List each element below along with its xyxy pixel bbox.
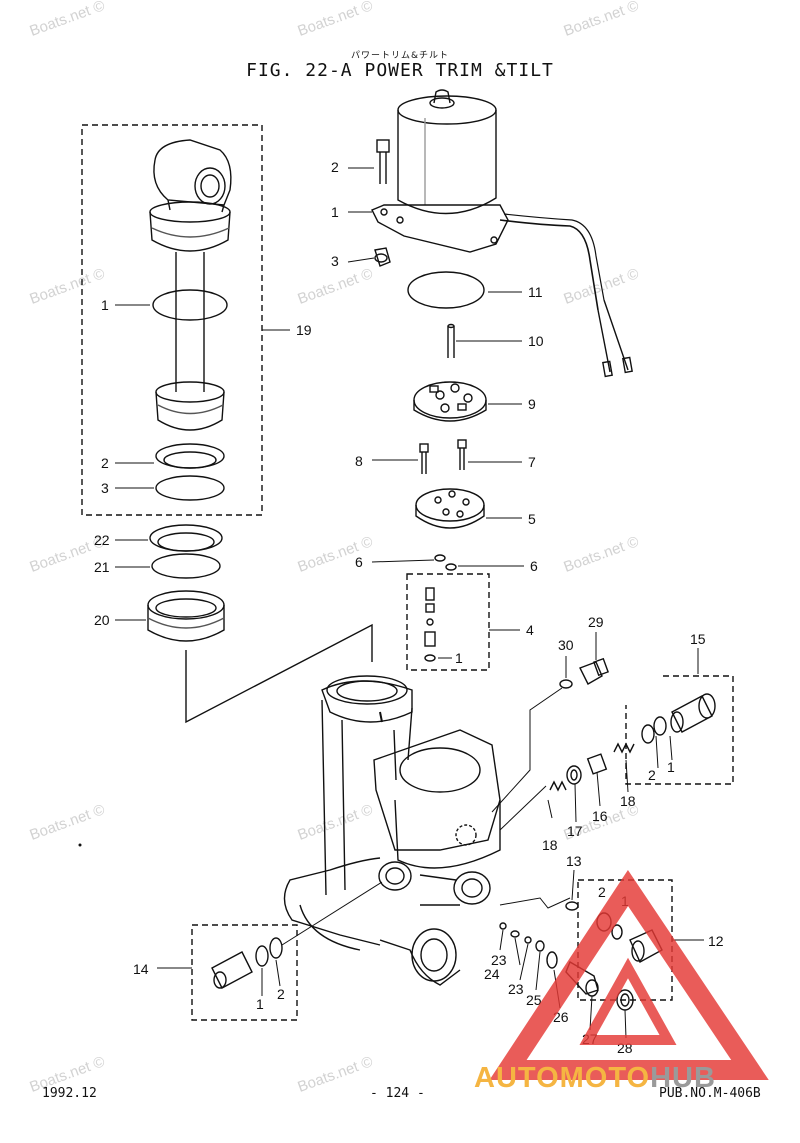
dot-mark xyxy=(78,843,82,847)
brand-logo: AUTOMOTOHUB xyxy=(474,1062,716,1095)
valve-14 xyxy=(211,937,283,989)
callout-label: 24 xyxy=(484,966,500,982)
screw-8 xyxy=(419,443,429,474)
footer-page: - 124 - xyxy=(370,1086,425,1101)
o-ring-13 xyxy=(565,901,579,911)
callout-label: 1 xyxy=(331,204,339,220)
callout-label: 17 xyxy=(567,823,583,839)
callout-label: 19 xyxy=(296,322,312,338)
pin-10 xyxy=(447,323,455,358)
o-ring-6 xyxy=(445,563,457,571)
valve-kit-4 xyxy=(424,587,436,662)
leader-lines xyxy=(115,167,704,1039)
callout-label: 12 xyxy=(708,933,724,949)
callout-label: 1 xyxy=(256,996,264,1012)
group-box-14 xyxy=(191,924,298,1021)
pump-5 xyxy=(415,488,485,529)
screw-7 xyxy=(457,439,467,470)
callout-label: 4 xyxy=(526,622,534,638)
japanese-title: パワートリム&チルト xyxy=(350,51,450,61)
plug-29 xyxy=(579,657,609,685)
callout-label: 25 xyxy=(526,992,542,1008)
callout-label: 21 xyxy=(94,559,110,575)
footer-date: 1992.12 xyxy=(42,1086,97,1101)
brand-name-part1: AUTOMOTO xyxy=(474,1062,651,1094)
callout-label: 8 xyxy=(355,453,363,469)
spring-18-lower xyxy=(549,780,567,792)
callout-label: 14 xyxy=(133,961,149,977)
rings-2-3 xyxy=(155,443,225,501)
collar-3 xyxy=(374,247,391,267)
brand-name-part2: HUB xyxy=(650,1062,716,1094)
callout-label: 11 xyxy=(528,284,543,300)
group-box-15 xyxy=(625,675,734,785)
callout-label: 18 xyxy=(542,837,558,853)
callout-label: 18 xyxy=(620,793,636,809)
callout-label: 20 xyxy=(94,612,110,628)
callout-label: 1 xyxy=(101,297,109,313)
callout-label: 23 xyxy=(491,952,507,968)
bolt-2 xyxy=(376,139,390,184)
callout-label: 2 xyxy=(277,986,285,1002)
spring-18-upper xyxy=(613,742,635,754)
tilt-cylinder-19 xyxy=(149,139,232,431)
callout-label: 30 xyxy=(558,637,574,653)
callout-label: 5 xyxy=(528,511,536,527)
callout-label: 23 xyxy=(508,981,524,997)
callout-label: 15 xyxy=(690,631,706,647)
callout-label: 2 xyxy=(331,159,339,175)
callout-label: 3 xyxy=(331,253,339,269)
callout-label: 6 xyxy=(355,554,363,570)
valve-body-9 xyxy=(413,381,487,422)
connector-line xyxy=(185,623,373,724)
callout-label: 29 xyxy=(588,614,604,630)
figure-title: FIG. 22-A POWER TRIM &TILT xyxy=(246,60,554,81)
plug-16 xyxy=(586,753,608,775)
housing xyxy=(283,675,501,986)
callout-label: 7 xyxy=(528,454,536,470)
callout-label: 16 xyxy=(592,808,608,824)
seat-17 xyxy=(566,765,582,785)
callout-label: 2 xyxy=(598,884,606,900)
o-ring-30 xyxy=(559,679,573,689)
callout-label: 10 xyxy=(528,333,544,349)
group-box-19 xyxy=(81,124,263,516)
callout-label: 1 xyxy=(455,650,463,666)
callout-label: 6 xyxy=(530,558,538,574)
callout-label: 2 xyxy=(648,767,656,783)
parts-23-25 xyxy=(499,922,558,969)
callout-label: 3 xyxy=(101,480,109,496)
callout-label: 9 xyxy=(528,396,536,412)
callout-label: 2 xyxy=(101,455,109,471)
callout-label: 1 xyxy=(667,759,675,775)
parts-drawing xyxy=(81,89,734,1039)
o-ring-11 xyxy=(407,271,485,309)
rings-22-21 xyxy=(149,524,223,579)
footer-pub-no: PUB.NO.M-406B xyxy=(659,1086,761,1101)
callout-label: 22 xyxy=(94,532,110,548)
cap-20 xyxy=(147,590,225,642)
group-box-4 xyxy=(406,573,490,671)
o-ring-6 xyxy=(434,554,446,562)
brand-logo-triangle xyxy=(489,869,769,1080)
valve-assembly-15 xyxy=(641,693,716,744)
motor xyxy=(371,89,633,378)
callout-label: 13 xyxy=(566,853,582,869)
